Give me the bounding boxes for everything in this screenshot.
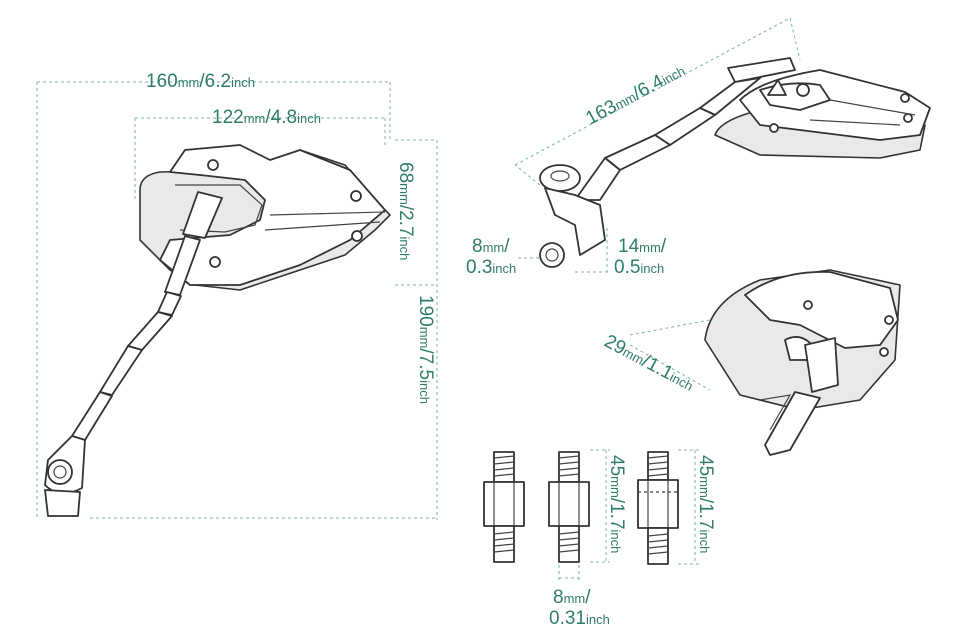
dim-overall-width: 160mm/6.2inch: [146, 71, 255, 92]
mirror-front-view: [36, 81, 438, 520]
dim-arm-length: 163mm/6.4inch: [582, 60, 688, 130]
dim-bolt-diameter-mm: 8mm/: [553, 587, 591, 608]
dim-mount-depth: 29mm/1.1inch: [601, 331, 698, 396]
dim-bolt-diameter-inch: 0.31inch: [549, 608, 610, 629]
bolt-3: [637, 449, 700, 565]
dim-head-height: 68mm/2.7inch: [395, 162, 416, 260]
dim-bolt-hole-inch: 0.3inch: [466, 257, 516, 278]
bolt-1: [483, 451, 525, 563]
dim-bolt-length-b: 45mm/1.7inch: [695, 455, 716, 553]
dim-clamp-inch: 0.5inch: [614, 257, 664, 278]
mount-detail-view: [629, 269, 901, 456]
dim-bolt-length-a: 45mm/1.7inch: [606, 455, 627, 553]
bolt-2: [548, 449, 610, 582]
dim-bolt-hole-mm: 8mm/: [472, 236, 510, 257]
mirror-iso-view: [514, 17, 931, 273]
dim-overall-height: 190mm/7.5inch: [415, 295, 436, 404]
dim-head-width: 122mm/4.8inch: [212, 107, 321, 128]
dim-clamp-mm: 14mm/: [618, 236, 667, 257]
